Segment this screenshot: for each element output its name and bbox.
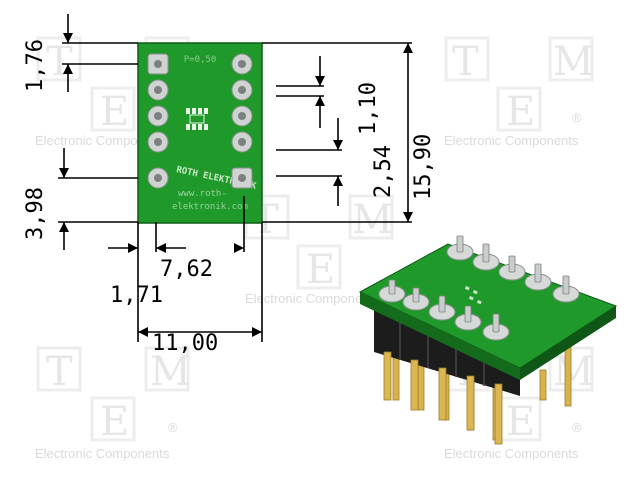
watermark-letter-e: E <box>100 399 129 445</box>
watermark-registered: ® <box>168 420 178 435</box>
watermark-registered: ® <box>572 110 582 125</box>
watermark-caption: Electronic Components <box>444 133 579 148</box>
dim-pitch-small: 1,10 <box>356 82 381 135</box>
watermark-logo: T M E Electronic Components <box>35 36 191 148</box>
watermark-caption: Electronic Components <box>245 291 380 306</box>
right-pad-column <box>231 53 253 189</box>
watermark-letter-e: E <box>506 89 535 135</box>
board-top-view: P=0,50 ROTH ELEKTRONIK www.roth- elektro… <box>137 42 263 224</box>
product-photo <box>358 235 618 445</box>
watermark-letter-t: T <box>452 39 479 85</box>
dim-bottom-offset: 3,98 <box>23 187 48 240</box>
watermark-letter-e: E <box>306 247 335 293</box>
watermark-letter-m: M <box>553 39 594 85</box>
dimension-arrowheads <box>59 33 413 337</box>
watermark-letter-m: M <box>150 349 191 395</box>
watermark-caption: Electronic Components <box>35 133 170 148</box>
pcb-website-label: elektronik.com <box>172 202 248 212</box>
watermark-logo: T M E ® Electronic Components <box>35 346 191 461</box>
watermark-group: T M E Electronic Components T M E ® Elec… <box>35 36 594 461</box>
pcb-website-label: www.roth- <box>178 189 227 199</box>
pin-tips <box>388 235 570 333</box>
watermark-letter-m: M <box>352 197 393 243</box>
watermark-letter-t: T <box>46 349 73 395</box>
dim-side-offset: 1,71 <box>110 283 163 308</box>
watermark-caption: Electronic Components <box>444 446 579 461</box>
watermark-letter-e: E <box>100 89 129 135</box>
watermark-letter-m: M <box>553 349 594 395</box>
dim-total-width: 11,00 <box>152 331 218 356</box>
watermark-registered: ® <box>572 420 582 435</box>
watermark-letter-t: T <box>46 39 73 85</box>
front-pin-row <box>383 351 503 445</box>
dim-row-pitch: 2,54 <box>371 145 396 198</box>
watermark-caption: Electronic Components <box>35 446 170 461</box>
dim-total-height: 15,90 <box>411 134 436 200</box>
watermark-letter-e: E <box>506 399 535 445</box>
ic-footprint <box>186 108 208 130</box>
watermark-logo: T M E ® Electronic Components <box>444 36 594 148</box>
pcb-pitch-label: P=0,50 <box>184 55 217 65</box>
dim-pin-spacing: 7,62 <box>160 257 213 282</box>
dim-top-offset: 1,76 <box>23 39 48 92</box>
left-pad-column <box>147 53 169 189</box>
